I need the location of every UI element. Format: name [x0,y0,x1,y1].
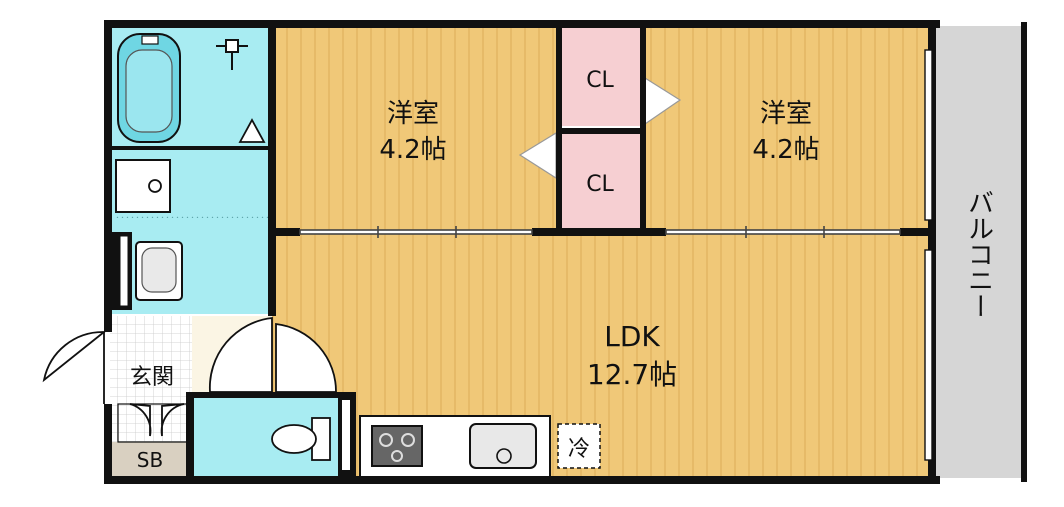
shoe-box-label: SB [137,448,163,472]
shoe-box [110,442,186,478]
western-room-right-floor [645,26,932,232]
balcony-area [932,26,1024,478]
sink-icon [469,423,537,469]
fridge-box [557,423,601,469]
sliding-doors [299,226,901,238]
entrance-label: 玄関 [130,365,174,390]
closet-bottom-label: CL [586,172,614,197]
western-room-left-floor [272,26,556,232]
ldk-label: LDK [604,320,660,353]
western-room-right-size: 4.2帖 [752,135,819,165]
shower-faucet-icon [216,39,248,70]
balcony-windows [924,49,933,461]
toilet-icon [271,417,331,461]
entrance-floor [110,316,192,442]
western-room-left-size: 4.2帖 [379,135,446,165]
closet-top-label: CL [586,68,614,93]
fridge-label: 冷 [568,437,590,462]
western-room-right-label: 洋室 [760,99,812,129]
balcony-label: バルコニー [964,189,994,319]
western-room-left-label: 洋室 [387,99,439,129]
closet-top-floor [560,26,640,126]
stove-icon [371,425,423,467]
door-swings [42,316,337,443]
closet-bottom-floor [560,133,640,231]
ldk-size: 12.7帖 [587,358,677,391]
